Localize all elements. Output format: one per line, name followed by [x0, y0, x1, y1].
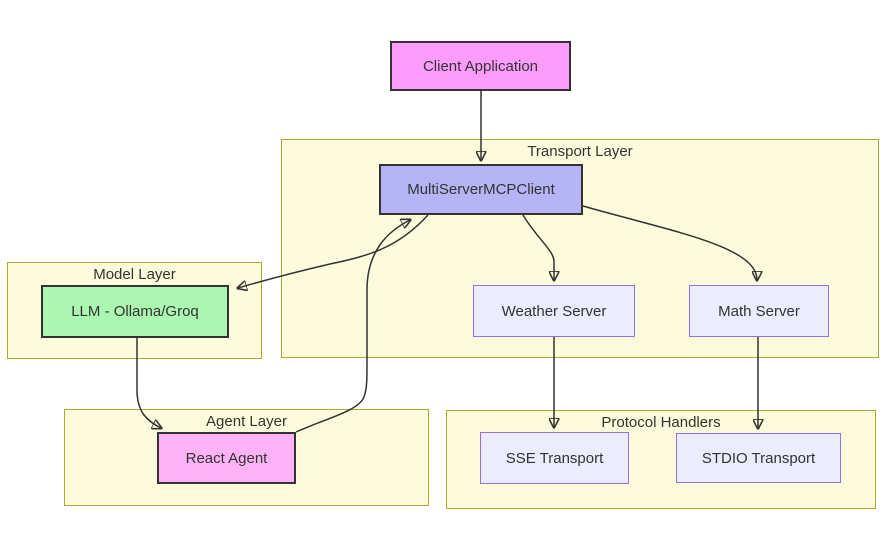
node-label-weather-server: Weather Server	[501, 302, 607, 320]
node-label-sse-transport: SSE Transport	[505, 449, 604, 467]
node-label-client-application: Client Application	[422, 57, 539, 75]
node-label-react-agent: React Agent	[185, 449, 268, 467]
node-weather-server: Weather Server	[473, 285, 635, 337]
node-react-agent: React Agent	[157, 432, 296, 484]
node-stdio-transport: STDIO Transport	[676, 433, 841, 483]
node-client-application: Client Application	[390, 41, 571, 91]
node-math-server: Math Server	[689, 285, 829, 337]
container-label-agent-layer: Agent Layer	[206, 413, 287, 430]
container-label-transport-layer: Transport Layer	[527, 143, 633, 160]
node-label-math-server: Math Server	[718, 302, 800, 320]
node-multiservermcpclient: MultiServerMCPClient	[379, 164, 583, 215]
node-label-multiservermcpclient: MultiServerMCPClient	[407, 181, 555, 198]
node-sse-transport: SSE Transport	[480, 432, 629, 484]
container-label-model-layer: Model Layer	[93, 266, 176, 283]
node-label-stdio-transport: STDIO Transport	[701, 449, 816, 467]
node-label-llm-ollama-groq: LLM - Ollama/Groq	[71, 303, 199, 320]
node-llm-ollama-groq: LLM - Ollama/Groq	[41, 285, 229, 338]
container-label-protocol-handlers: Protocol Handlers	[601, 414, 721, 431]
